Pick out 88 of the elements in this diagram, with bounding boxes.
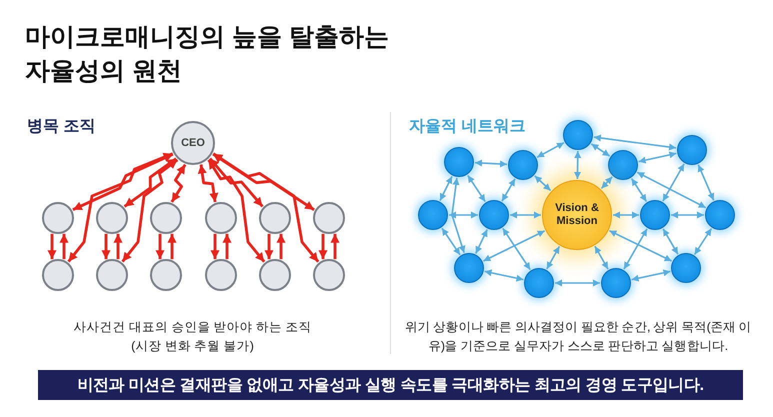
caption: 사사건건 대표의 승인을 받아야 하는 조직 (시장 변화 추월 불가) [72,319,313,355]
lightning-arrow [276,234,286,260]
node-circle [677,135,707,165]
lightning-arrow [198,164,218,202]
node-circle [205,202,237,234]
lightning-arrow [170,164,186,203]
arrow [451,178,466,254]
arrow [623,228,648,270]
node-circle [444,147,474,177]
lightning-arrow [48,234,56,260]
arrow [638,151,677,164]
node-circle [259,202,291,234]
node-circle [259,259,291,291]
lightning-arrow [60,234,68,260]
lightning-arrow [156,234,164,260]
node-circle [150,202,182,234]
arrow [609,230,672,262]
arrow [484,269,524,282]
arrow [502,228,531,270]
node-circle [42,259,74,291]
node-circle [508,150,538,180]
lightning-arrow [67,152,174,262]
arrow [613,212,639,218]
node-circle [524,268,554,298]
lightning-arrow [212,152,320,263]
lightning-arrow [207,159,266,263]
node-circle [479,200,509,230]
lightning-arrow [330,234,340,260]
vision-circle: Vision & Mission [542,180,612,250]
node-circle [313,259,345,291]
arrow [662,228,679,255]
arrow [631,269,671,282]
arrow [546,246,560,270]
ceo-circle: CEO [171,121,215,165]
arrow [574,150,582,180]
node-circle [705,200,735,230]
arrow [536,142,564,158]
node-circle [418,200,448,230]
title: 마이크로매니징의 늪을 탈출하는 자율성의 원천 [25,22,390,87]
arrow [510,212,541,218]
node-circle [608,150,638,180]
lightning-arrow [114,234,122,260]
lightning-arrow [72,152,174,211]
lightning-arrow [168,234,176,260]
node-circle [640,200,670,230]
node-circle [150,259,182,291]
arrow [467,174,486,202]
arrow [694,228,712,255]
arrow [439,176,453,201]
arrow [483,230,546,262]
arrow [441,228,461,256]
arrow [475,229,488,254]
node-circle [96,259,128,291]
banner: 비전과 미션은 결재판을 없애고 자율성과 실행 속도를 극대화하는 최고의 경영 도구입니다. [38,370,743,400]
arrow [671,212,704,218]
node-circle [205,259,237,291]
arrow [534,175,552,192]
node-circle [42,202,74,234]
lightning-arrow [102,234,110,260]
lightning-arrow [212,152,315,211]
arrow [698,164,714,201]
lightning-arrow [121,158,178,262]
node-circle [671,253,701,283]
section-heading: 자율적 네트워크 [409,117,526,137]
arrow [590,143,610,157]
node-circle [563,120,593,150]
arrow [594,246,609,270]
arrow [594,134,676,150]
arrow [501,178,516,202]
node-circle [454,253,484,283]
lightning-arrow [318,234,328,260]
caption: 위기 상황이나 빠른 의사결정이 필요한 순간, 상위 목적(존재 이유)을 기준으로 실무자가 스스로 판단하고 실행합니다. [404,319,752,355]
node-circle [601,268,631,298]
arrow [474,160,508,168]
lightning-arrow [210,234,220,260]
arrow [449,212,478,218]
arrow [600,176,613,190]
section-heading: 병목 조직 [27,117,96,137]
lightning-arrow [222,234,232,260]
arrow [555,280,600,286]
arrow [636,172,706,208]
node-circle [313,202,345,234]
node-circle [96,202,128,234]
arrow [630,178,648,202]
lightning-arrow [264,234,274,260]
lightning-arrow [208,158,264,208]
lightning-arrow [124,157,177,208]
arrow [662,164,685,202]
